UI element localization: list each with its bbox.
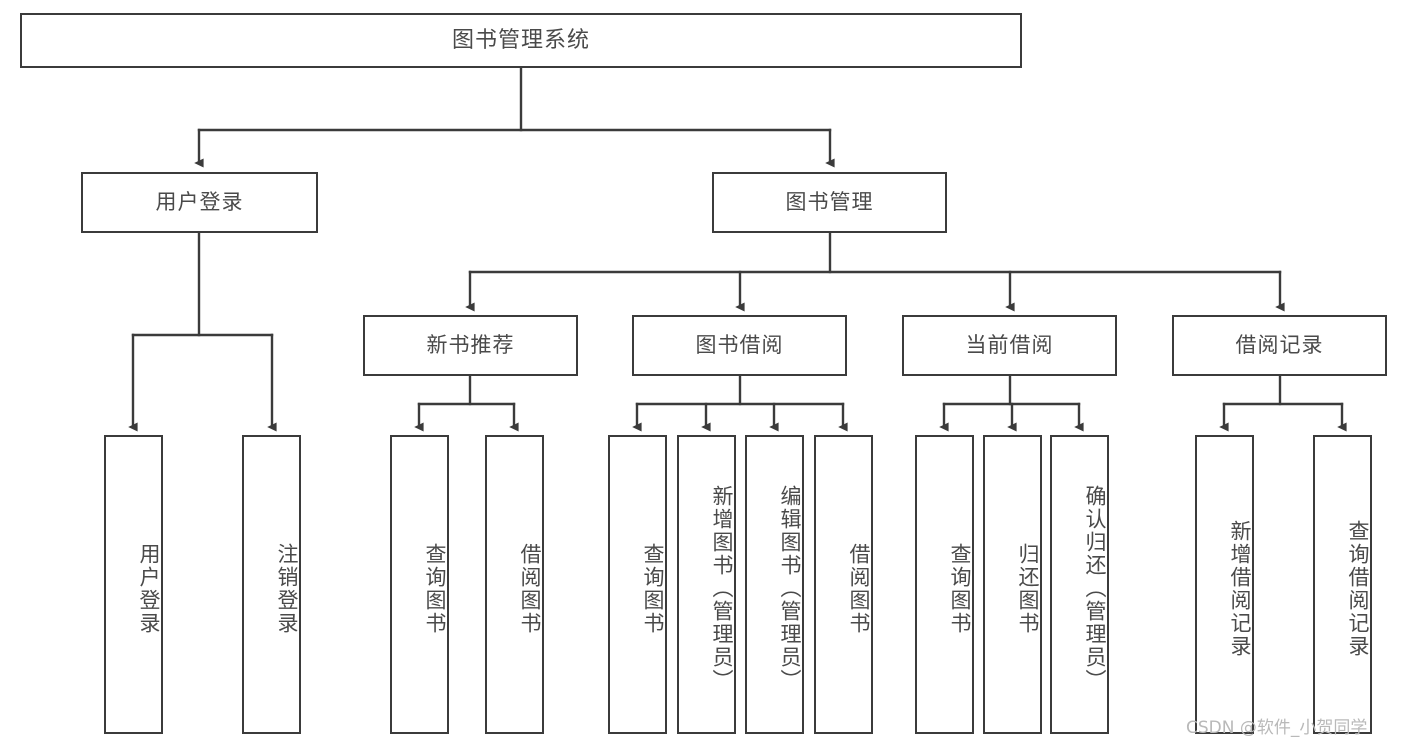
leaf-borrow-add-book-admin-label: 新增图书（管理员）	[710, 485, 734, 692]
leaf-current-confirm-return-admin-label: 确认归还（管理员）	[1083, 485, 1107, 692]
node-book-manage[interactable]: 图书管理	[712, 172, 947, 233]
csdn-watermark: CSDN @软件_小贺同学	[1186, 718, 1368, 738]
node-new-book-recommend[interactable]: 新书推荐	[363, 315, 578, 376]
leaf-user-login-label: 用户登录	[137, 542, 161, 635]
leaf-borrow-query-book-label: 查询图书	[641, 542, 665, 635]
leaf-current-confirm-return-admin[interactable]: 确认归还（管理员）	[1050, 435, 1109, 734]
leaf-record-add-record[interactable]: 新增借阅记录	[1195, 435, 1254, 734]
node-user-login[interactable]: 用户登录	[81, 172, 318, 233]
node-book-borrow[interactable]: 图书借阅	[632, 315, 847, 376]
leaf-recommend-borrow-book[interactable]: 借阅图书	[485, 435, 544, 734]
leaf-borrow-edit-book-admin-label: 编辑图书（管理员）	[778, 485, 802, 692]
leaf-user-login[interactable]: 用户登录	[104, 435, 163, 734]
leaf-borrow-query-book[interactable]: 查询图书	[608, 435, 667, 734]
node-current-borrow-label: 当前借阅	[965, 333, 1054, 358]
node-borrow-record[interactable]: 借阅记录	[1172, 315, 1387, 376]
node-new-book-recommend-label: 新书推荐	[426, 333, 515, 358]
leaf-recommend-query-book[interactable]: 查询图书	[390, 435, 449, 734]
node-current-borrow[interactable]: 当前借阅	[902, 315, 1117, 376]
leaf-current-query-book[interactable]: 查询图书	[915, 435, 974, 734]
node-book-manage-label: 图书管理	[785, 190, 874, 215]
leaf-recommend-borrow-book-label: 借阅图书	[518, 542, 542, 635]
node-book-borrow-label: 图书借阅	[695, 333, 784, 358]
leaf-record-query-record[interactable]: 查询借阅记录	[1313, 435, 1372, 734]
node-root-system[interactable]: 图书管理系统	[20, 13, 1022, 68]
node-root-system-label: 图书管理系统	[451, 27, 590, 53]
node-user-login-label: 用户登录	[155, 190, 244, 215]
leaf-recommend-query-book-label: 查询图书	[423, 542, 447, 635]
leaf-borrow-edit-book-admin[interactable]: 编辑图书（管理员）	[745, 435, 804, 734]
node-borrow-record-label: 借阅记录	[1235, 333, 1324, 358]
leaf-current-return-book[interactable]: 归还图书	[983, 435, 1042, 734]
leaf-logout-login[interactable]: 注销登录	[242, 435, 301, 734]
leaf-current-return-book-label: 归还图书	[1016, 542, 1040, 635]
leaf-current-query-book-label: 查询图书	[948, 542, 972, 635]
leaf-borrow-add-book-admin[interactable]: 新增图书（管理员）	[677, 435, 736, 734]
leaf-record-add-record-label: 新增借阅记录	[1228, 519, 1252, 658]
leaf-logout-login-label: 注销登录	[275, 542, 299, 635]
leaf-record-query-record-label: 查询借阅记录	[1346, 519, 1370, 658]
leaf-borrow-borrow-book-label: 借阅图书	[847, 542, 871, 635]
leaf-borrow-borrow-book[interactable]: 借阅图书	[814, 435, 873, 734]
